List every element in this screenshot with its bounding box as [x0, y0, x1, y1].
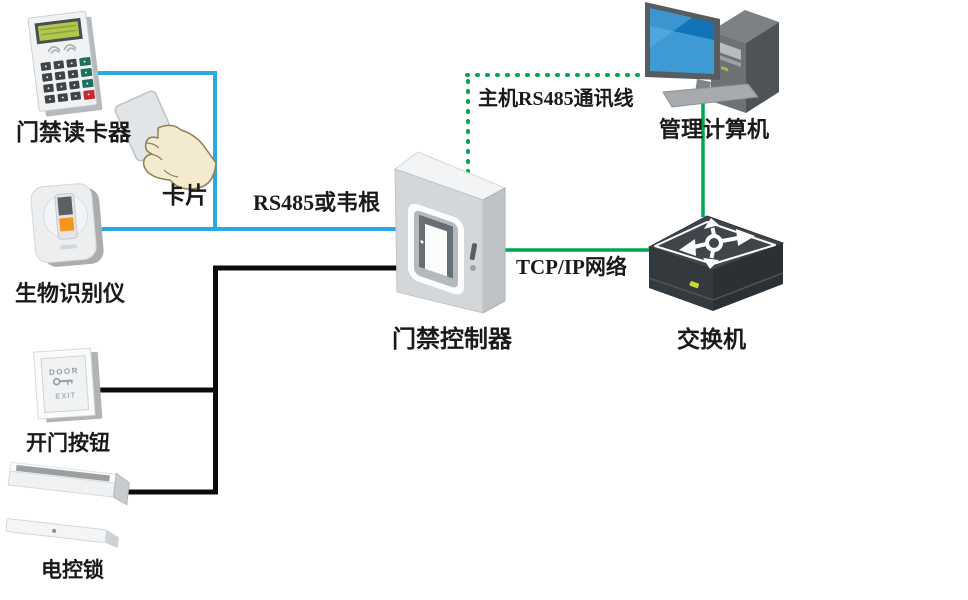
fingerprint-sensor	[59, 217, 75, 232]
biometric-reader-device	[30, 183, 104, 267]
network-switch-device	[647, 215, 785, 311]
reader-keypad	[40, 57, 96, 104]
label-management-computer: 管理计算机	[659, 117, 770, 142]
exit-button-text-exit: EXIT	[55, 390, 76, 400]
electric-lock-device	[5, 461, 130, 549]
reader-speaker-icon	[47, 44, 77, 55]
network-lines	[465, 73, 705, 252]
label-tcpip-network: TCP/IP网络	[516, 255, 627, 279]
exit-button-device: DOOR EXIT	[33, 347, 103, 423]
hand-icon	[142, 124, 217, 190]
label-exit-button: 开门按钮	[26, 431, 110, 455]
management-computer-device	[645, 2, 779, 113]
sensor-window	[57, 196, 73, 216]
switch-arrows-icon	[679, 218, 755, 269]
card-and-hand	[114, 90, 217, 190]
label-card-reader: 门禁读卡器	[16, 120, 131, 145]
card-reader-device	[27, 10, 103, 117]
finger-lines	[145, 142, 179, 178]
cabinet-handle	[469, 243, 478, 261]
label-electric-lock: 电控锁	[41, 558, 104, 582]
power-led	[721, 66, 728, 72]
label-host-rs485-line: 主机RS485通讯线	[478, 88, 634, 110]
label-card: 卡片	[162, 183, 208, 208]
door-emblem	[408, 203, 464, 295]
access-controller-device	[393, 151, 507, 314]
host-rs485-dotted-line	[465, 73, 650, 174]
computer-monitor	[645, 2, 759, 108]
io-lines	[92, 265, 399, 495]
label-network-switch: 交换机	[677, 327, 746, 352]
label-rs485-or-wiegand: RS485或韦根	[253, 190, 381, 215]
rs485-wiegand-lines	[88, 71, 398, 231]
label-biometric-reader: 生物识别仪	[15, 281, 126, 306]
switch-led	[689, 281, 700, 289]
exit-button-text-door: DOOR	[49, 366, 80, 377]
key-icon	[52, 377, 73, 386]
label-access-controller: 门禁控制器	[392, 327, 512, 353]
